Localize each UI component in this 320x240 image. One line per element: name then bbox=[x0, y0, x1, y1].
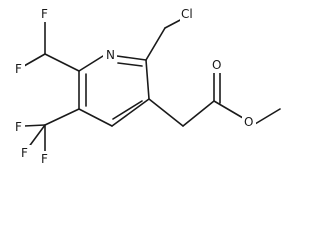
atom-f-chf2-top: F bbox=[41, 7, 48, 21]
structure-drawing: Cl N F F F F F O O bbox=[13, 5, 281, 167]
atom-n: N bbox=[106, 48, 115, 62]
bond-chf2-f-left bbox=[23, 53, 46, 67]
bond-n-c6 bbox=[78, 55, 104, 72]
atom-cl: Cl bbox=[181, 7, 193, 21]
atom-f-chf2-left: F bbox=[15, 62, 22, 76]
atom-o-carbonyl: O bbox=[212, 58, 221, 72]
bond-co-o-single bbox=[213, 100, 244, 119]
bond-ch2-co bbox=[182, 100, 215, 127]
atom-o-ester: O bbox=[244, 115, 253, 129]
bond-c5-cf3 bbox=[44, 108, 80, 126]
bond-cf3-f-bottom bbox=[27, 124, 46, 149]
bond-n-c2 bbox=[116, 55, 147, 61]
bond-c2-ch2 bbox=[145, 27, 166, 61]
bond-c2-c3 bbox=[145, 59, 150, 100]
bond-n-c2-double bbox=[117, 62, 143, 67]
atom-layer: Cl N F F F F F O O bbox=[13, 5, 256, 167]
bond-c6-chf2 bbox=[44, 53, 80, 72]
bond-c3-c4-double bbox=[112, 100, 143, 120]
bond-cf3-f-left bbox=[23, 124, 46, 127]
bond-c3-c4 bbox=[111, 98, 150, 127]
atom-f-cf3-lower: F bbox=[41, 152, 48, 166]
atom-f-cf3-bottom: F bbox=[21, 146, 28, 160]
bond-o-ch3 bbox=[254, 108, 281, 125]
bond-c3-ch2 bbox=[148, 98, 184, 127]
bond-c4-c5 bbox=[78, 108, 113, 127]
bond-layer bbox=[23, 17, 281, 153]
atom-f-cf3-left: F bbox=[15, 120, 22, 134]
